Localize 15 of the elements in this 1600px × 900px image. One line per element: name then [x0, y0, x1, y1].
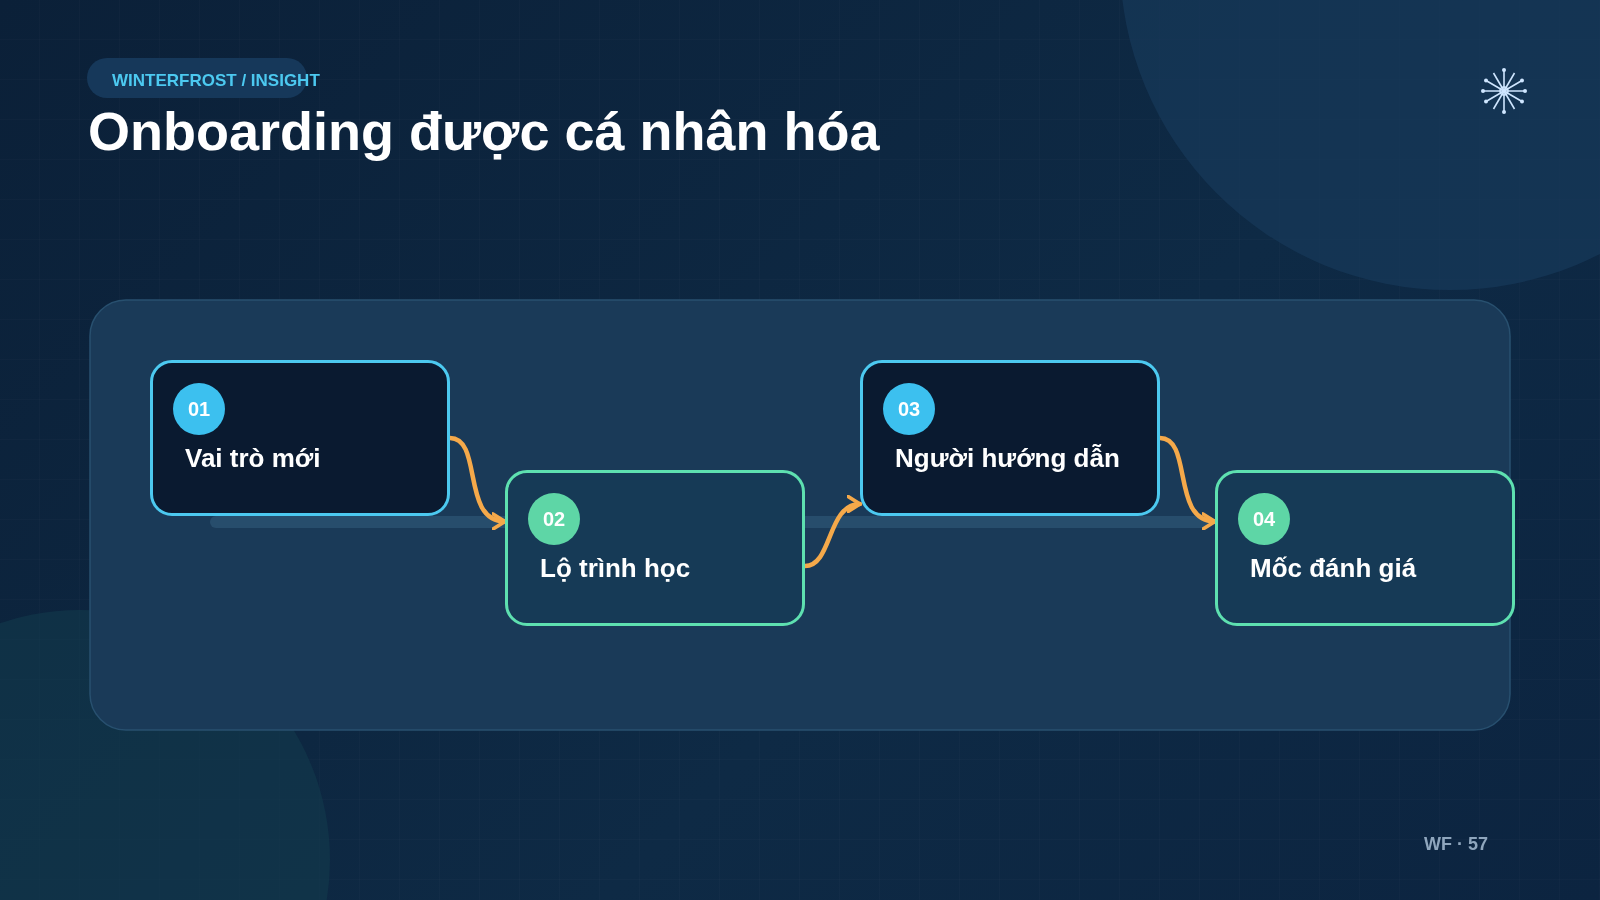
step-number: 03 [883, 383, 935, 435]
step-number: 01 [173, 383, 225, 435]
step-card [505, 470, 805, 626]
step-label: Lộ trình học [540, 553, 691, 584]
section-tag: WINTERFROST / INSIGHT [112, 71, 320, 91]
page-number: WF · 57 [1424, 834, 1488, 855]
step-card [150, 360, 450, 516]
step-label: Vai trò mới [185, 443, 321, 474]
step-label: Mốc đánh giá [1250, 553, 1417, 584]
slide-title: Onboarding được cá nhân hóa [88, 100, 880, 162]
step-card [860, 360, 1160, 516]
step-number: 02 [528, 493, 580, 545]
step-label: Người hướng dẫn [895, 443, 1120, 474]
step-number: 04 [1238, 493, 1290, 545]
step-card [1215, 470, 1515, 626]
